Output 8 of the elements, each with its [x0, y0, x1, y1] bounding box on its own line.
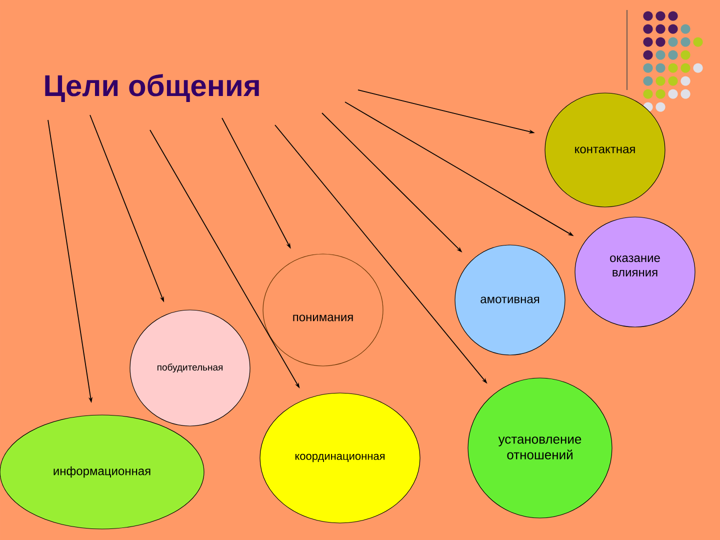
title: Цели общения — [45, 74, 259, 102]
circle-node: координационная — [260, 392, 420, 524]
circle-node: контактная — [544, 92, 666, 208]
circle-node: установление отношений — [468, 378, 612, 518]
circle-node: понимания — [262, 254, 384, 366]
circle-node: амотивная — [454, 244, 566, 356]
circle-node: побудительная — [130, 310, 250, 426]
circle-node: оказание влияния — [574, 216, 696, 328]
